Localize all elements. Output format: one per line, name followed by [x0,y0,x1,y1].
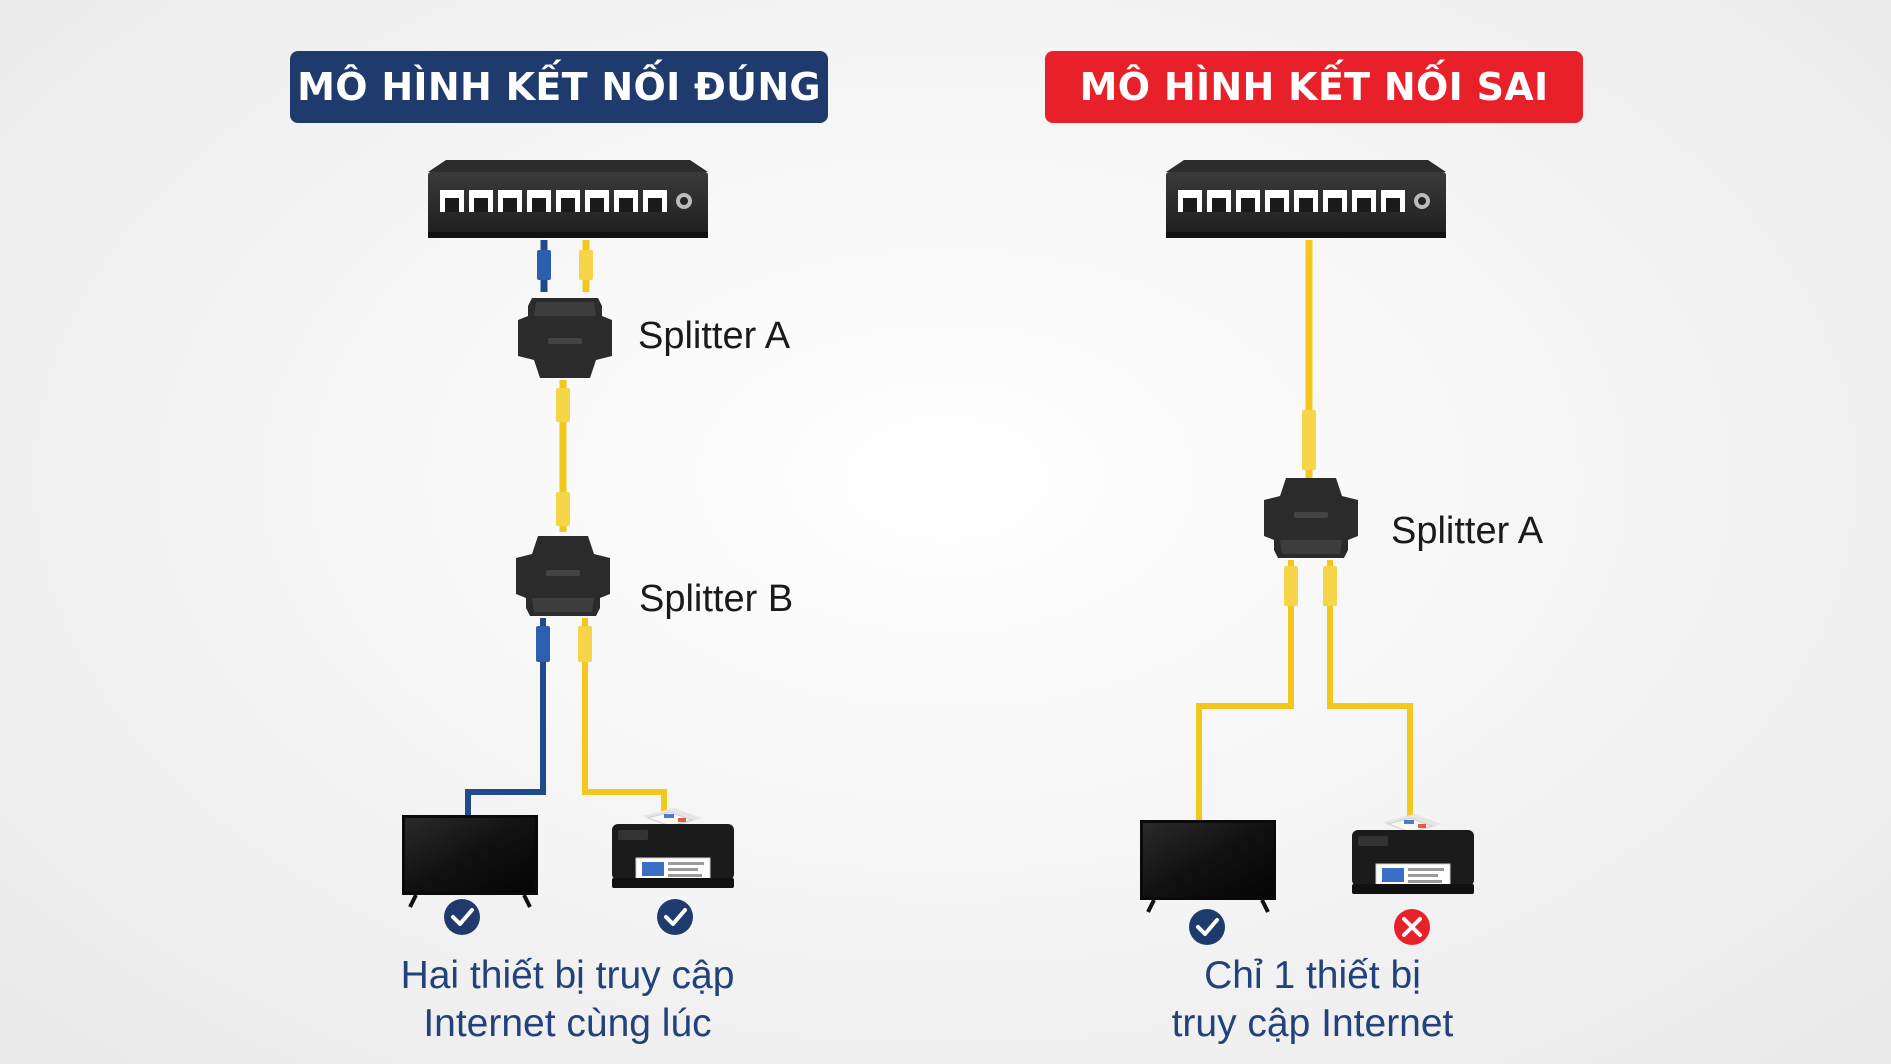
network-switch-right [1166,160,1446,238]
caption-right-line1: Chỉ 1 thiết bị [1204,954,1421,997]
check-icon-printer-left [657,899,693,935]
correct-model-title: MÔ HÌNH KẾT NỐI ĐÚNG [290,51,828,123]
wrong-model-title: MÔ HÌNH KẾT NỐI SAI [1045,51,1583,123]
splitter-a-right [1264,478,1358,558]
check-icon-tv-left [444,899,480,935]
cable-yellow-to-printer-right [1323,560,1413,822]
splitter-b-label-left: Splitter B [639,578,793,620]
cable-yellow-switch-to-splitter-a-right [1302,240,1316,486]
caption-left: Hai thiết bị truy cập Internet cùng lúc [360,952,775,1048]
cable-yellow-to-printer-left [578,618,667,816]
cable-yellow-to-tv-right [1196,560,1298,822]
check-icon-tv-right [1189,909,1225,945]
cable-yellow-switch-to-splitter-a [579,240,593,292]
printer-left [611,807,735,889]
network-switch-left [428,160,708,238]
tv-right [1138,818,1278,914]
caption-right-line2: truy cập Internet [1171,1002,1454,1045]
printer-right [1351,813,1475,895]
splitter-a-label-left: Splitter A [638,315,791,357]
cable-yellow-splitter-a-to-b [556,380,570,532]
caption-left-line2: Internet cùng lúc [423,1002,712,1045]
caption-right: Chỉ 1 thiết bị truy cập Internet [1110,952,1515,1048]
cable-blue-to-tv-left [465,618,550,820]
cable-blue-switch-to-splitter-a [537,240,551,292]
splitter-a-left [518,298,612,378]
splitter-b-left [516,536,610,616]
caption-left-line1: Hai thiết bị truy cập [400,954,735,997]
cross-icon-printer-right [1394,909,1430,945]
tv-left [400,813,540,909]
splitter-a-label-right: Splitter A [1391,510,1544,552]
